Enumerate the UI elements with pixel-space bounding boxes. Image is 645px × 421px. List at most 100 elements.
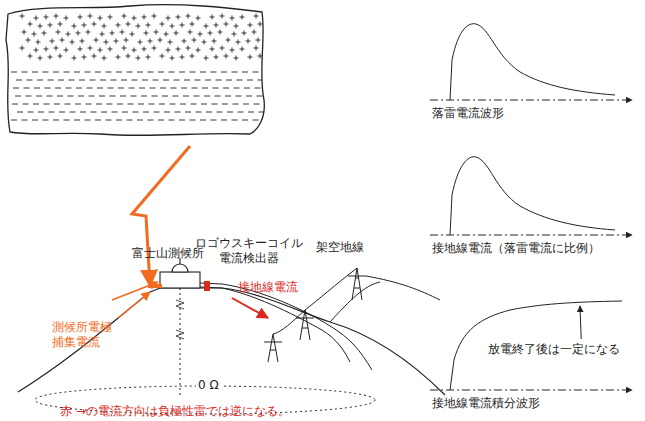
- charge-mark: [163, 80, 169, 81]
- charge-mark: [242, 72, 248, 73]
- charge-mark: [168, 16, 169, 21]
- charge-mark: [120, 96, 126, 97]
- charge-mark: [95, 72, 101, 73]
- charge-mark: [139, 88, 145, 89]
- charge-mark: [133, 112, 139, 113]
- charge-mark: [59, 112, 65, 113]
- charge-mark: [22, 46, 23, 51]
- charge-mark: [226, 22, 227, 27]
- charge-mark: [248, 39, 249, 44]
- waveform-title: 接地線電流（落雷電流に比例）: [432, 241, 600, 256]
- charge-mark: [169, 120, 175, 121]
- charge-mark: [259, 112, 265, 113]
- charge-mark: [95, 120, 101, 121]
- charge-mark: [257, 96, 263, 97]
- charge-mark: [40, 24, 41, 29]
- charge-mark: [184, 80, 190, 81]
- ground-current-arrow: [232, 298, 268, 318]
- charge-mark: [192, 88, 198, 89]
- charge-mark: [178, 15, 179, 20]
- charge-mark: [170, 104, 176, 105]
- charge-mark: [75, 104, 81, 105]
- charge-mark: [134, 48, 135, 53]
- charge-mark: [146, 31, 147, 36]
- charge-mark: [216, 80, 222, 81]
- charge-mark: [192, 22, 193, 27]
- charge-mark: [28, 112, 34, 113]
- charge-mark: [108, 88, 114, 89]
- charge-mark: [179, 72, 185, 73]
- charge-mark: [132, 80, 138, 81]
- charge-mark: [164, 112, 170, 113]
- charge-mark: [160, 88, 166, 89]
- charge-mark: [124, 14, 125, 19]
- charge-mark: [205, 80, 211, 81]
- charge-mark: [254, 30, 255, 35]
- charge-mark: [30, 22, 31, 27]
- charge-mark: [204, 96, 210, 97]
- coil-label: ロゴウスキーコイル 電流検出器: [190, 236, 308, 266]
- charge-mark: [106, 120, 112, 121]
- charge-mark: [234, 32, 235, 37]
- charge-mark: [232, 72, 238, 73]
- charge-mark: [38, 40, 39, 45]
- charge-mark: [220, 30, 221, 35]
- charge-mark: [12, 104, 18, 105]
- charge-mark: [69, 80, 75, 81]
- charge-mark: [64, 120, 70, 121]
- electrode-current-label: 測候所電極 捕集電流: [52, 320, 118, 350]
- charge-mark: [160, 38, 161, 43]
- charge-mark: [17, 112, 23, 113]
- charge-mark: [60, 22, 61, 27]
- charge-mark: [254, 104, 260, 105]
- charge-mark: [82, 39, 83, 44]
- charge-mark: [192, 54, 193, 59]
- charge-mark: [142, 80, 148, 81]
- charge-mark: [250, 55, 251, 60]
- charge-mark: [255, 88, 261, 89]
- charge-mark: [168, 48, 169, 53]
- charge-mark: [238, 40, 239, 45]
- charge-mark: [13, 88, 19, 89]
- charge-mark: [46, 47, 47, 52]
- charge-mark: [78, 96, 84, 97]
- charge-mark: [172, 56, 173, 61]
- charge-mark: [56, 46, 57, 51]
- charge-mark: [200, 120, 206, 121]
- charge-mark: [206, 112, 212, 113]
- charge-mark: [215, 96, 221, 97]
- charge-mark: [179, 120, 185, 121]
- charge-mark: [134, 16, 135, 21]
- charge-mark: [244, 31, 245, 36]
- charge-mark: [244, 88, 250, 89]
- charge-mark: [234, 88, 240, 89]
- charge-mark: [88, 30, 89, 35]
- charge-mark: [180, 104, 186, 105]
- charge-mark: [250, 23, 251, 28]
- charge-mark: [74, 56, 75, 61]
- ground-current-label: 接地線電流: [238, 280, 298, 295]
- charge-mark: [150, 88, 156, 89]
- charge-mark: [43, 72, 49, 73]
- ground-symbol: [176, 300, 184, 339]
- charge-mark: [91, 112, 97, 113]
- charge-mark: [242, 47, 243, 52]
- charge-mark: [62, 38, 63, 43]
- charge-mark: [253, 72, 259, 73]
- charge-mark: [188, 14, 189, 19]
- charge-mark: [101, 112, 107, 113]
- charge-mark: [206, 24, 207, 29]
- charge-mark: [198, 48, 199, 53]
- charge-mark: [36, 48, 37, 53]
- charge-mark: [162, 96, 168, 97]
- charge-mark: [181, 88, 187, 89]
- observatory-building: [160, 258, 200, 288]
- charge-mark: [182, 55, 183, 60]
- charge-mark: [100, 80, 106, 81]
- charge-mark: [26, 96, 32, 97]
- charge-mark: [253, 120, 259, 121]
- charge-mark: [127, 120, 133, 121]
- charge-mark: [190, 30, 191, 35]
- charge-mark: [178, 47, 179, 52]
